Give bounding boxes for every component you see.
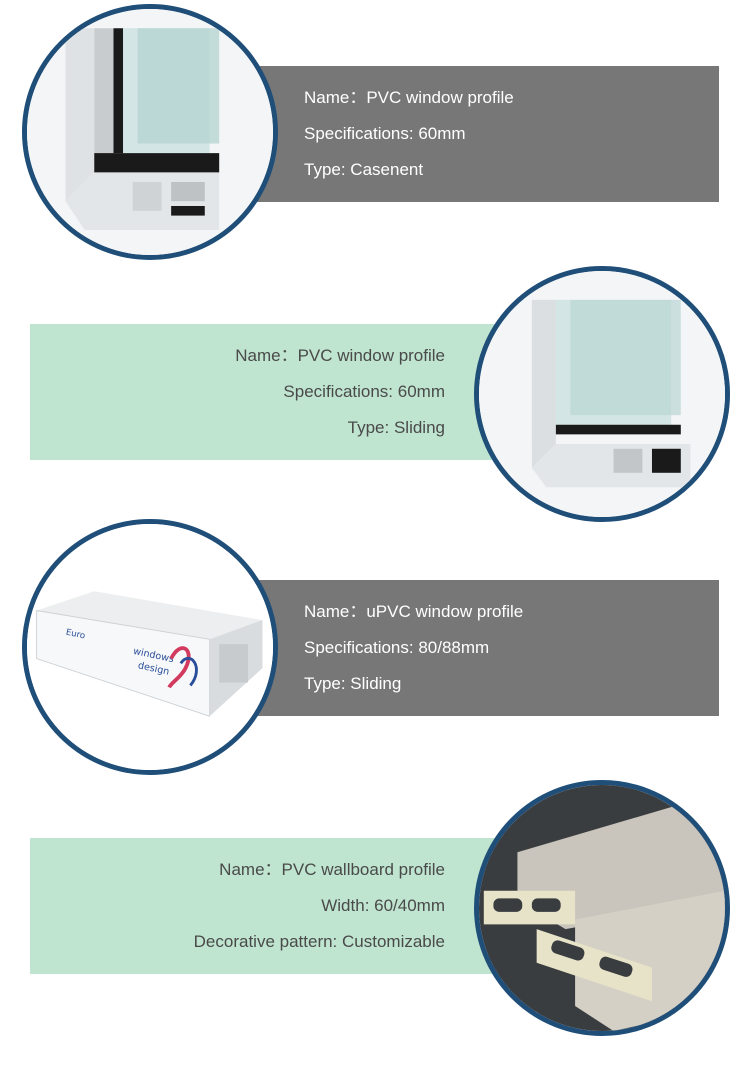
- logo-text-1: Euro: [65, 628, 86, 642]
- product-details-1: Name：PVC window profile Specifications: …: [304, 66, 514, 202]
- product-card-1: Name：PVC window profile Specifications: …: [256, 66, 719, 202]
- product-name: Name：uPVC window profile: [304, 602, 524, 621]
- product-card-2: Name：PVC window profile Specifications: …: [30, 324, 500, 460]
- wallboard-profile-icon: [474, 780, 730, 1036]
- product-name: Name：PVC wallboard profile: [219, 860, 445, 879]
- product-type: Type: Casenent: [304, 160, 424, 179]
- casement-window-profile-icon: [22, 4, 278, 260]
- product-details-2: Name：PVC window profile Specifications: …: [235, 324, 445, 460]
- sliding-window-profile-icon: [474, 266, 730, 522]
- product-name: Name：PVC window profile: [304, 88, 514, 107]
- product-spec: Specifications: 80/88mm: [304, 638, 490, 657]
- product-spec: Specifications: 60mm: [304, 124, 466, 143]
- product-type: Decorative pattern: Customizable: [193, 932, 445, 951]
- product-type: Type: Sliding: [304, 674, 402, 693]
- product-card-3: Name：uPVC window profile Specifications:…: [256, 580, 719, 716]
- product-type: Type: Sliding: [347, 418, 445, 437]
- product-card-4: Name：PVC wallboard profile Width: 60/40m…: [30, 838, 500, 974]
- product-details-4: Name：PVC wallboard profile Width: 60/40m…: [194, 838, 445, 974]
- upvc-profile-icon: Euro windows design: [22, 519, 278, 775]
- product-spec: Specifications: 60mm: [283, 382, 445, 401]
- product-spec: Width: 60/40mm: [321, 896, 445, 915]
- product-name: Name：PVC window profile: [235, 346, 445, 365]
- product-details-3: Name：uPVC window profile Specifications:…: [304, 580, 523, 716]
